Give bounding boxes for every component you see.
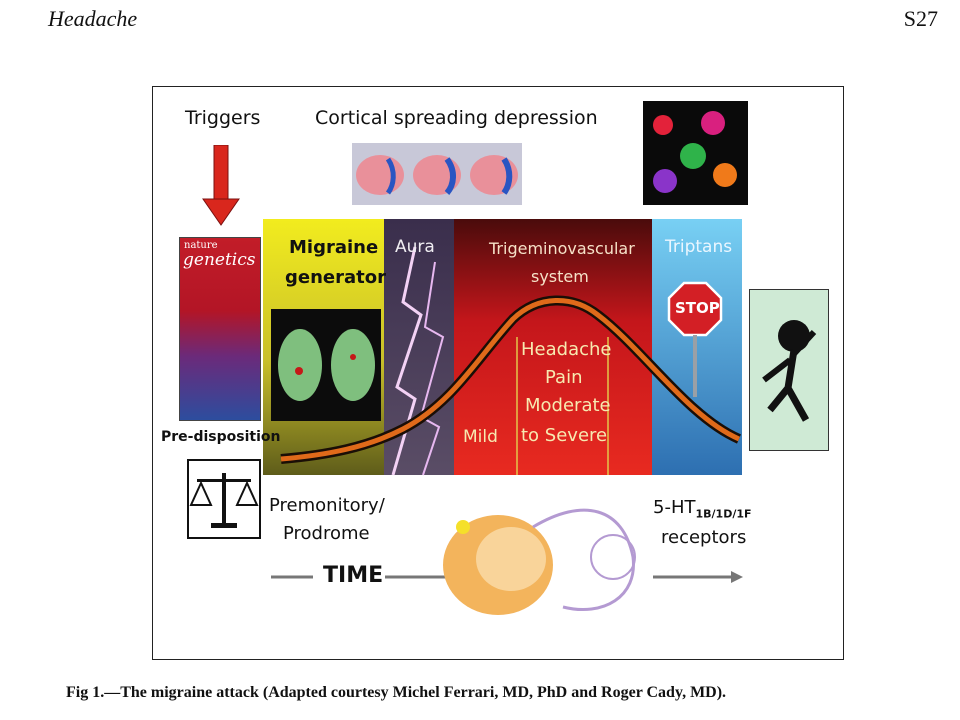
magazine-title-main: genetics (183, 250, 256, 270)
nature-genetics-cover: nature genetics (179, 237, 261, 421)
migraine-attack-figure: Triggers Cortical spreading depression n… (152, 86, 844, 660)
receptors-prefix: 5-HT (653, 497, 696, 518)
headache-pain-line1: Headache (521, 339, 612, 360)
page-number: S27 (903, 6, 938, 31)
magazine-title-top: nature (184, 240, 218, 251)
triptan-molecules-image (643, 101, 748, 205)
lightning-bolt (419, 261, 445, 476)
scales-icon (187, 459, 261, 539)
trigeminovascular-line2: system (531, 267, 589, 286)
premonitory-line1: Premonitory/ (269, 495, 385, 516)
lightning-bolt (391, 246, 423, 476)
relief-figure-image (749, 289, 829, 451)
receptors-subscript: 1B/1D/1F (695, 507, 752, 521)
headache-pain-line4: to Severe (521, 425, 608, 446)
attack-curve-orange (280, 298, 740, 462)
brain-scan-right (331, 329, 375, 401)
migraine-generator-line1: Migraine (289, 237, 379, 258)
phase-panels (263, 219, 743, 615)
time-label: TIME (323, 563, 384, 588)
triggers-label: Triggers (185, 107, 261, 129)
aura-label: Aura (395, 237, 435, 257)
headache-pain-line3: Moderate (525, 395, 611, 416)
receptors-label: receptors (661, 527, 747, 548)
premonitory-line2: Prodrome (283, 523, 370, 544)
receptors-5ht: 5-HT1B/1D/1F (653, 497, 752, 521)
figure-caption: Fig 1.—The migraine attack (Adapted cour… (66, 684, 727, 701)
trigeminovascular-line1: Trigeminovascular (489, 239, 635, 258)
journal-title: Headache (48, 6, 138, 31)
csd-label: Cortical spreading depression (315, 107, 598, 129)
headache-pain-line2: Pain (545, 367, 583, 388)
mild-label: Mild (463, 427, 498, 447)
cortex-images (352, 143, 522, 205)
predisposition-label: Pre-disposition (161, 429, 281, 445)
triptans-label: Triptans (665, 237, 733, 257)
brain-scan-left (278, 329, 322, 401)
stop-sign-text: STOP (675, 299, 720, 317)
trigger-arrow-icon (202, 145, 240, 226)
migraine-generator-line2: generator (285, 267, 386, 288)
stop-sign (667, 281, 723, 337)
